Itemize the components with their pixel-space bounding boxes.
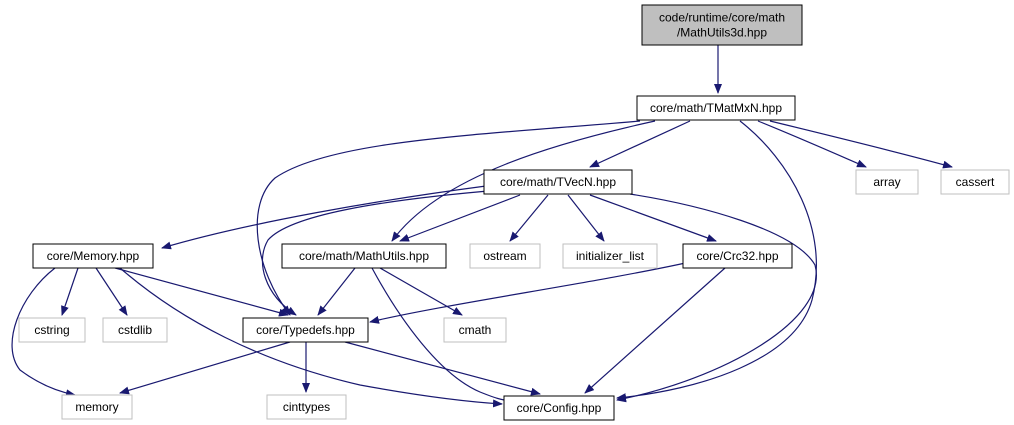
edge-crc32-to-config bbox=[584, 267, 726, 394]
edge-tmatmxn-to-typedefs bbox=[256, 120, 641, 316]
node-label: core/Typedefs.hpp bbox=[256, 323, 355, 337]
node-tvecn[interactable]: core/math/TVecN.hpp bbox=[483, 169, 633, 195]
node-label: cinttypes bbox=[283, 400, 330, 414]
node-label: cmath bbox=[459, 323, 492, 337]
node-label: core/Memory.hpp bbox=[47, 249, 140, 263]
node-box bbox=[483, 169, 633, 195]
node-label: core/math/MathUtils.hpp bbox=[299, 249, 429, 263]
edge-typedefs-to-config bbox=[344, 341, 541, 396]
node-label: core/math/TMatMxN.hpp bbox=[650, 101, 782, 115]
node-box bbox=[641, 4, 803, 46]
edge-tvecn-to-memory_hpp bbox=[161, 185, 487, 250]
node-box bbox=[266, 394, 347, 420]
edge-tvecn-to-crc32 bbox=[589, 194, 717, 242]
node-box bbox=[469, 243, 541, 269]
node-ostream[interactable]: ostream bbox=[469, 243, 541, 269]
node-initializer_list[interactable]: initializer_list bbox=[562, 243, 658, 269]
node-box bbox=[682, 243, 793, 269]
node-label: ostream bbox=[483, 249, 526, 263]
node-crc32[interactable]: core/Crc32.hpp bbox=[682, 243, 793, 269]
edge-mathutils-to-config bbox=[371, 267, 519, 405]
node-cinttypes[interactable]: cinttypes bbox=[266, 394, 347, 420]
edge-mathutils-to-typedefs bbox=[317, 267, 356, 316]
node-label: memory bbox=[75, 400, 118, 414]
edge-tvecn-to-ostream bbox=[509, 194, 549, 242]
node-typedefs[interactable]: core/Typedefs.hpp bbox=[242, 317, 369, 343]
node-box bbox=[242, 317, 369, 343]
node-box bbox=[940, 169, 1010, 195]
node-box bbox=[503, 395, 615, 421]
edge-memory_hpp-to-cstdlib bbox=[95, 267, 128, 316]
node-label: cstdlib bbox=[118, 323, 152, 337]
edge-mathutils-to-cmath bbox=[379, 267, 463, 316]
node-label: code/runtime/core/math bbox=[659, 11, 785, 25]
node-tmatmxn[interactable]: core/math/TMatMxN.hpp bbox=[636, 95, 796, 121]
edge-tmatmxn-to-cassert bbox=[769, 120, 953, 169]
node-box bbox=[636, 95, 796, 121]
node-memory_hpp[interactable]: core/Memory.hpp bbox=[32, 243, 154, 269]
node-label: cstring bbox=[34, 323, 69, 337]
edge-tmatmxn-to-tvecn bbox=[589, 120, 691, 168]
edge-tvecn-to-initializer_list bbox=[567, 194, 605, 242]
edges-layer bbox=[11, 45, 953, 408]
node-label: initializer_list bbox=[576, 249, 645, 263]
node-box bbox=[61, 394, 133, 420]
node-mathutils[interactable]: core/math/MathUtils.hpp bbox=[281, 243, 447, 269]
edge-memory_hpp-to-typedefs bbox=[114, 267, 289, 317]
node-label: /MathUtils3d.hpp bbox=[677, 26, 767, 40]
node-cassert[interactable]: cassert bbox=[940, 169, 1010, 195]
node-box bbox=[18, 317, 86, 343]
node-box bbox=[102, 317, 168, 343]
node-config[interactable]: core/Config.hpp bbox=[503, 395, 615, 421]
node-label: core/math/TVecN.hpp bbox=[500, 175, 616, 189]
edge-tvecn-to-config bbox=[616, 193, 817, 403]
node-label: array bbox=[873, 175, 900, 189]
node-box bbox=[281, 243, 447, 269]
node-label: core/Config.hpp bbox=[517, 401, 602, 415]
edge-crc32-to-typedefs bbox=[369, 261, 691, 324]
node-array[interactable]: array bbox=[855, 169, 919, 195]
node-memory[interactable]: memory bbox=[61, 394, 133, 420]
node-label: core/Crc32.hpp bbox=[696, 249, 778, 263]
edge-tvecn-to-typedefs bbox=[261, 189, 501, 316]
edge-memory_hpp-to-config bbox=[119, 267, 503, 408]
node-box bbox=[32, 243, 154, 269]
node-label: cassert bbox=[956, 175, 995, 189]
nodes-layer: code/runtime/core/math/MathUtils3d.hppco… bbox=[18, 4, 1010, 421]
edge-tmatmxn-to-mathutils bbox=[391, 120, 656, 242]
node-box bbox=[443, 317, 507, 343]
edge-memory_hpp-to-cstring bbox=[61, 267, 79, 316]
edge-typedefs-to-memory bbox=[119, 341, 291, 395]
node-box bbox=[562, 243, 658, 269]
node-box bbox=[855, 169, 919, 195]
node-root: code/runtime/core/math/MathUtils3d.hpp bbox=[641, 4, 803, 46]
node-cstdlib[interactable]: cstdlib bbox=[102, 317, 168, 343]
edge-tvecn-to-mathutils bbox=[399, 194, 521, 242]
node-cmath[interactable]: cmath bbox=[443, 317, 507, 343]
edge-tmatmxn-to-array bbox=[757, 120, 867, 168]
edge-tmatmxn-to-config bbox=[616, 120, 817, 402]
edge-memory_hpp-to-memory bbox=[11, 267, 76, 398]
node-cstring[interactable]: cstring bbox=[18, 317, 86, 343]
